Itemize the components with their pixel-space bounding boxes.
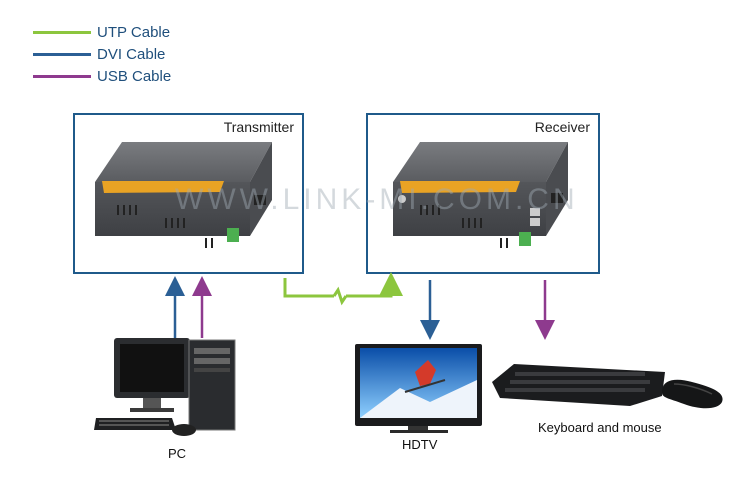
legend-usb: USB Cable [33,67,172,85]
legend-usb-label: USB Cable [97,67,172,85]
receiver-terminal-block [519,232,531,246]
hdtv-caption: HDTV [402,437,438,452]
legend-usb-line [33,74,91,78]
hdtv-icon [355,344,482,433]
keyboard-mouse-icon [492,364,723,409]
receiver-rj45-port [551,193,563,203]
transmitter-device [95,142,272,248]
transmitter-terminal-block [227,228,239,242]
legend-dvi-label: DVI Cable [97,45,166,63]
watermark: WWW.LINK-MI.COM.CN [175,183,579,216]
receiver-usb-port [530,208,540,216]
pc-icon [94,338,236,436]
utp-cable [283,272,403,306]
legend-dvi-line [33,52,91,56]
legend-dvi: DVI Cable [33,45,166,63]
receiver-label-strip [400,181,520,193]
transmitter-title: Transmitter [223,119,294,135]
transmitter-rj45-port [254,195,266,205]
receiver-title: Receiver [534,119,590,135]
transmitter-label-strip [102,181,224,193]
legend-utp-label: UTP Cable [97,23,171,41]
pc-caption: PC [168,446,187,461]
receiver-device [393,142,568,248]
keyboard-mouse-caption: Keyboard and mouse [538,420,662,435]
legend-utp-line [33,30,91,34]
legend-utp: UTP Cable [33,23,171,41]
